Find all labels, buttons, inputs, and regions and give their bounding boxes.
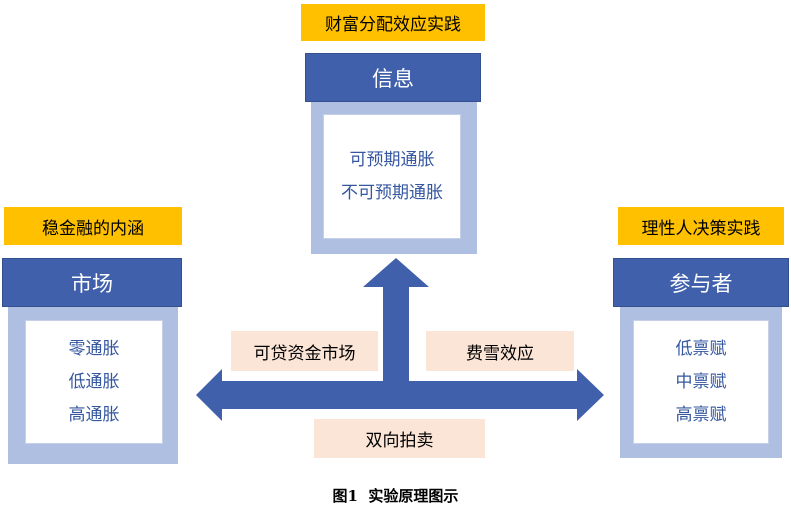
label-loanable-funds: 可贷资金市场 (231, 331, 378, 371)
top-item: 可预期通胀 (349, 149, 435, 170)
label-double-auction: 双向拍卖 (314, 419, 485, 458)
right-card: 低禀赋 中禀赋 高禀赋 (633, 320, 769, 444)
right-tag: 理性人决策实践 (618, 207, 784, 245)
left-item: 低通胀 (68, 371, 120, 392)
right-header: 参与者 (613, 258, 789, 307)
right-item: 低禀赋 (675, 338, 727, 359)
label-fisher-effect: 费雪效应 (426, 331, 574, 371)
top-tag: 财富分配效应实践 (301, 4, 485, 41)
left-item: 高通胀 (68, 404, 120, 425)
top-item: 不可预期通胀 (341, 182, 443, 203)
left-card: 零通胀 低通胀 高通胀 (25, 320, 163, 444)
right-item: 高禀赋 (675, 404, 727, 425)
left-item: 零通胀 (68, 338, 120, 359)
top-header: 信息 (305, 53, 481, 102)
left-header: 市场 (2, 258, 182, 307)
right-item: 中禀赋 (675, 371, 727, 392)
figure-caption: 图1 实验原理图示 (332, 487, 459, 505)
left-tag: 稳金融的内涵 (4, 207, 182, 245)
arrow-shape (196, 258, 604, 421)
top-card: 可预期通胀 不可预期通胀 (323, 114, 461, 239)
